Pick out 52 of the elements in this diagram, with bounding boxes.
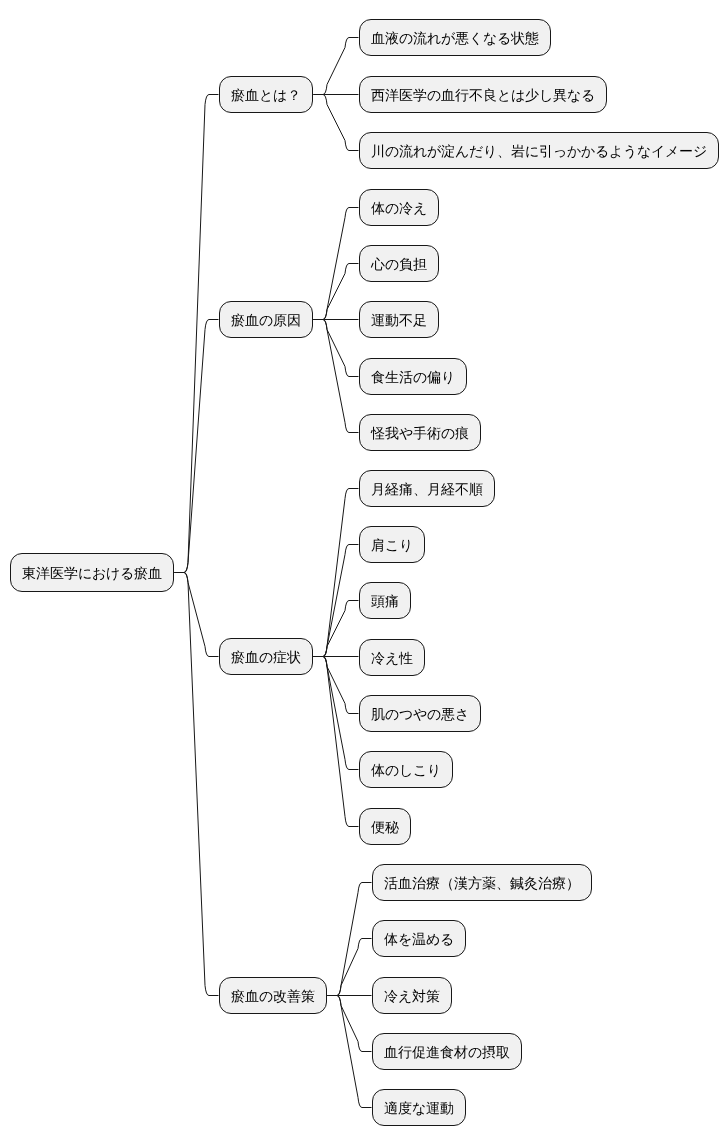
topic-text: 頭痛: [371, 591, 399, 610]
topic-text: 瘀血の原因: [231, 310, 301, 329]
topic-text: 血行促進食材の摂取: [384, 1042, 510, 1061]
topic-box: [372, 1089, 466, 1126]
topic-text: 血液の流れが悪くなる状態: [371, 28, 539, 47]
topic-box: [359, 19, 551, 56]
topic-box: [219, 638, 313, 675]
topic-text: 適度な運動: [384, 1098, 454, 1117]
topic-box: [359, 189, 439, 226]
topic-box: [219, 76, 313, 113]
topic-box: [359, 639, 425, 676]
topic-text: 瘀血とは？: [231, 85, 301, 104]
topic-text: 運動不足: [371, 310, 427, 329]
topic-box: [372, 920, 466, 957]
topic-text: 体の冷え: [371, 198, 427, 217]
topic-box: [359, 808, 411, 845]
topic-text: 肌のつやの悪さ: [371, 704, 469, 723]
topic-text: 瘀血の改善策: [231, 986, 315, 1005]
topic-text: 川の流れが淀んだり、岩に引っかかるようなイメージ: [371, 141, 707, 160]
topic-box: [359, 582, 411, 619]
topic-box: [372, 864, 592, 901]
topic-box: [359, 695, 481, 732]
topic-text: 怪我や手術の痕: [371, 423, 469, 442]
topic-text: 肩こり: [371, 535, 413, 554]
topic-box: [359, 414, 481, 451]
topic-box: [10, 553, 174, 592]
topic-box: [359, 301, 439, 338]
topic-box: [359, 132, 719, 169]
topic-box: [372, 1033, 522, 1070]
topic-text: 東洋医学における瘀血: [22, 563, 162, 582]
topic-text: 便秘: [371, 817, 399, 836]
topic-text: 西洋医学の血行不良とは少し異なる: [371, 85, 595, 104]
topic-text: 瘀血の症状: [231, 647, 301, 666]
topic-text: 冷え対策: [384, 986, 440, 1005]
topic-text: 心の負担: [371, 254, 427, 273]
topic-box: [359, 526, 425, 563]
topic-box: [359, 751, 453, 788]
topic-box: [372, 977, 452, 1014]
topic-text: 冷え性: [371, 648, 413, 667]
topic-box: [359, 76, 607, 113]
topic-box: [219, 301, 313, 338]
topic-text: 体のしこり: [371, 760, 441, 779]
topic-text: 食生活の偏り: [371, 367, 455, 386]
topic-text: 月経痛、月経不順: [371, 479, 483, 498]
topic-box: [359, 470, 495, 507]
topic-box: [219, 977, 327, 1014]
connector-line: [313, 94, 359, 151]
topic-box: [359, 358, 467, 395]
topic-text: 活血治療（漢方薬、鍼灸治療）: [384, 873, 580, 892]
topic-text: 体を温める: [384, 929, 454, 948]
topic-box: [359, 245, 439, 282]
connector-line: [313, 656, 359, 827]
